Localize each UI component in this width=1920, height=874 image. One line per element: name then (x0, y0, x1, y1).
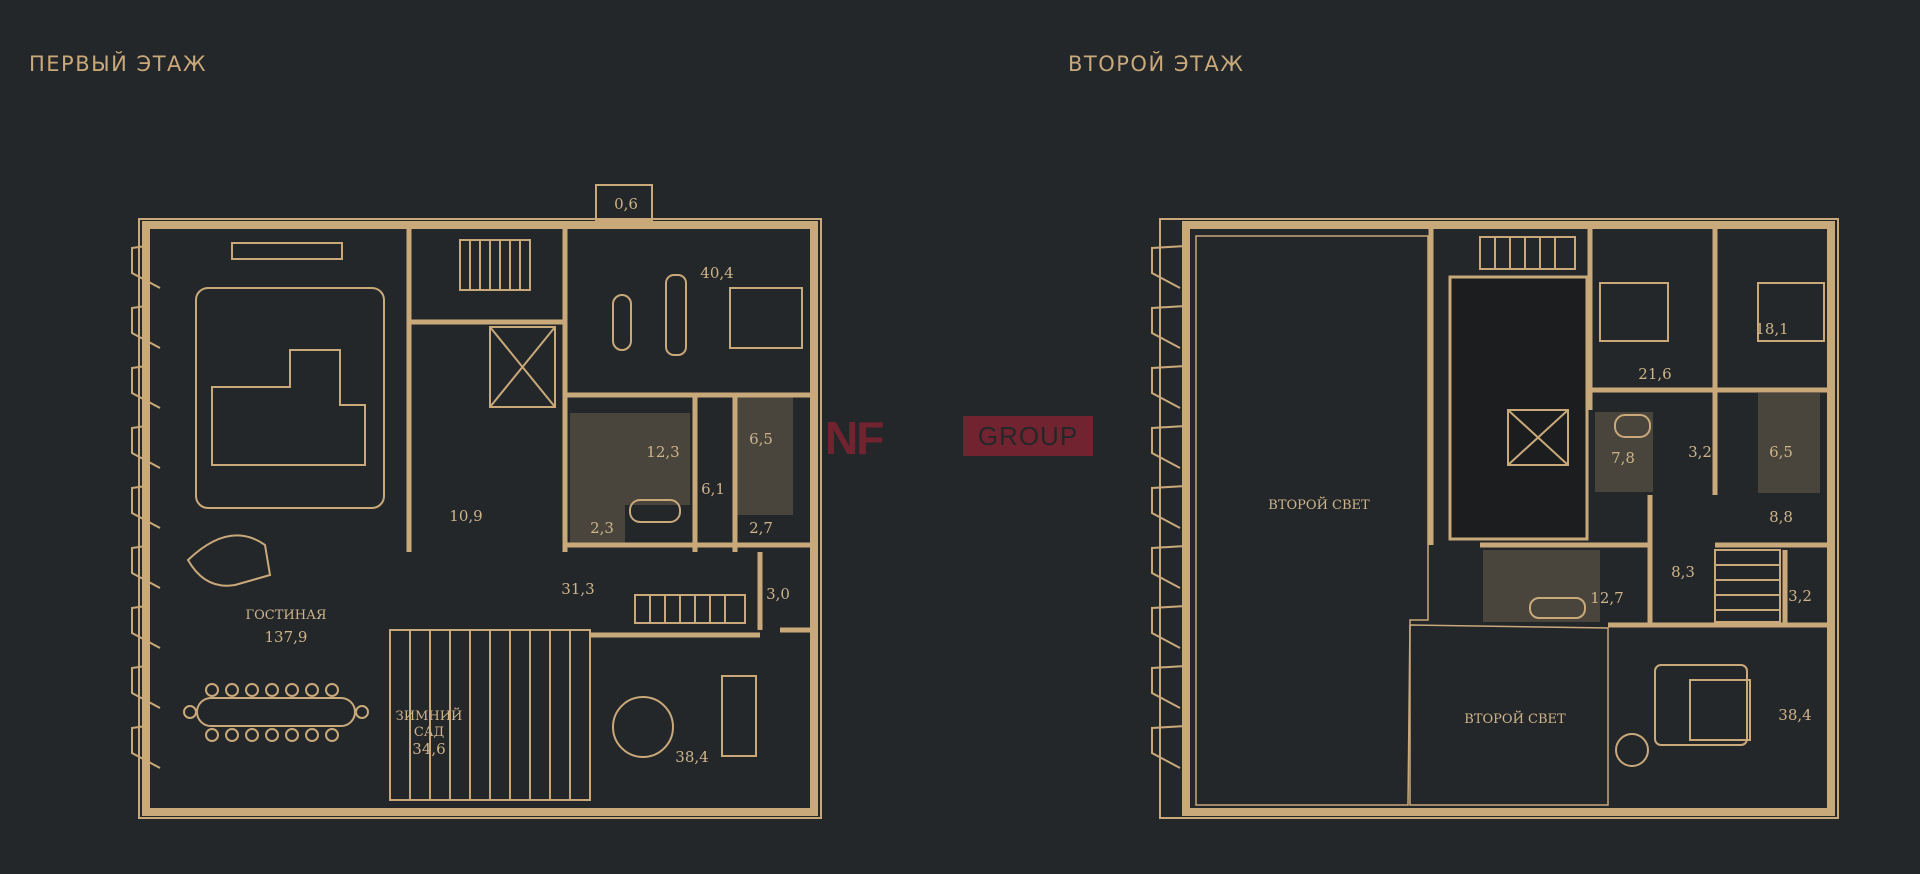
room-area-hall-2: 8,3 (1671, 563, 1695, 581)
room-area-bedroom-a: 21,6 (1638, 365, 1671, 383)
room-name-void-big: ВТОРОЙ СВЕТ (1268, 496, 1370, 513)
room-area-corridor: 10,9 (449, 507, 482, 525)
room-area-hall: 31,3 (561, 580, 594, 598)
watermark-logo-mark: NF (825, 412, 884, 464)
floor-2-title: ВТОРОЙ ЭТАЖ (1068, 52, 1245, 76)
room-area-bath-b: 6,5 (749, 430, 773, 448)
room-area-balcony: 0,6 (614, 195, 638, 213)
room-area-kitchen: 38,4 (675, 748, 708, 766)
room-name-garden-line2: САД (414, 725, 444, 740)
room-area-garden: 34,6 (412, 740, 445, 758)
room-area-bedroom-c: 38,4 (1778, 706, 1811, 724)
room-name-garden-line1: ЗИМНИЙ (396, 707, 463, 724)
room-area-wc-b: 2,7 (749, 519, 773, 537)
floor-2-plan (1151, 218, 1839, 819)
room-area-closet-a: 3,2 (1688, 443, 1712, 461)
floor-1-plan (131, 184, 822, 819)
room-area-bath-d: 6,5 (1769, 443, 1793, 461)
room-name-living: ГОСТИНАЯ (246, 608, 327, 623)
floor-1-title: ПЕРВЫЙ ЭТАЖ (29, 52, 208, 76)
room-area-bath-c: 7,8 (1611, 449, 1635, 467)
room-area-living: 137,9 (265, 628, 308, 646)
floor-2-labels: ВТОРОЙ СВЕТ ВТОРОЙ СВЕТ 21,6 18,1 7,8 3,… (1268, 320, 1812, 727)
room-area-closet-c: 3,2 (1788, 587, 1812, 605)
room-area-master-bedroom: 40,4 (700, 264, 733, 282)
room-area-wc-a: 2,3 (590, 519, 614, 537)
room-area-storage-a: 6,1 (701, 480, 725, 498)
floor-1-labels: 0,6 40,4 10,9 12,3 6,1 6,5 2,3 2,7 31,3 … (246, 195, 790, 766)
room-area-bath-a: 12,3 (646, 443, 679, 461)
room-area-laundry: 3,0 (766, 585, 790, 603)
room-area-bedroom-b: 18,1 (1755, 320, 1788, 338)
room-area-bath-e: 12,7 (1590, 589, 1623, 607)
room-name-void-small: ВТОРОЙ СВЕТ (1464, 710, 1566, 727)
watermark-logo-text: GROUP (963, 416, 1093, 456)
room-area-closet-b: 8,8 (1769, 508, 1793, 526)
